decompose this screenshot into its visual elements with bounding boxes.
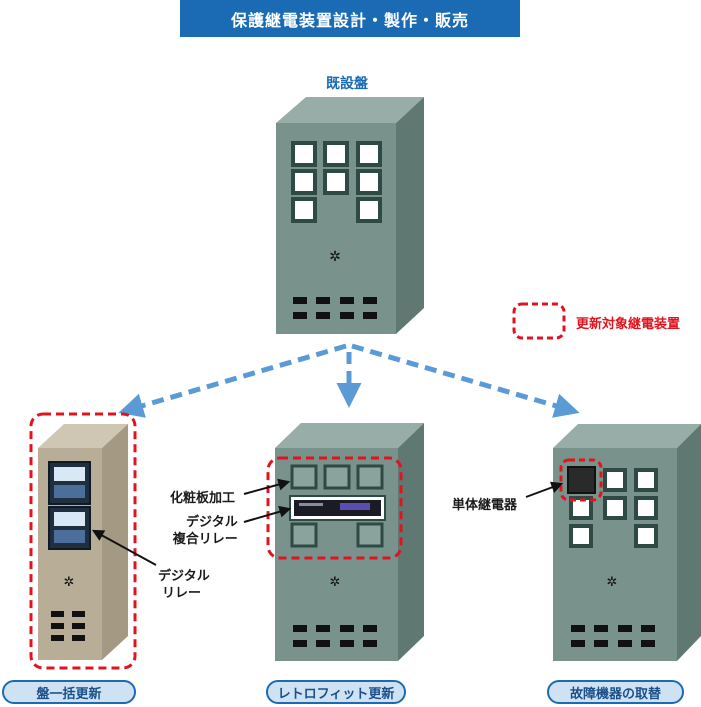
option-replace-faulty-button[interactable]: 故障機器の取替: [547, 680, 684, 704]
legend-label: 更新対象継電装置: [576, 317, 681, 332]
callout-composite-relay-line1: デジタル: [186, 515, 238, 530]
callout-arrow-composite-relay: [243, 505, 292, 523]
transition-arrows: [118, 343, 580, 418]
blank-panel-windows: [290, 464, 384, 548]
digital-relay-unit-upper: [48, 461, 91, 505]
callout-single-relay: 単体継電器: [452, 498, 518, 513]
replacement-cabinet: ✲: [553, 424, 701, 661]
callout-digital-relay: デジタル リレー: [158, 568, 210, 602]
highlight-retrofit: [266, 456, 403, 560]
callout-arrow-digital-relay: [91, 529, 157, 566]
relay-window-grid: [569, 468, 658, 548]
handle-icon: ✲: [64, 575, 75, 590]
vent-slots: [293, 625, 377, 647]
handle-icon: ✲: [607, 575, 618, 590]
highlight-single-relay: [559, 458, 603, 502]
option-full-panel-button[interactable]: 盤一括更新: [2, 680, 136, 704]
digital-composite-relay-unit: [289, 495, 386, 521]
existing-cabinet: ✲: [276, 97, 424, 334]
single-relay-unit: [567, 466, 596, 494]
callout-digital-relay-line2: リレー: [162, 586, 202, 601]
callout-makeup-panel: 化粧板加工: [170, 491, 236, 506]
vent-slots: [571, 625, 655, 647]
page-title-banner: 保護継電装置設計・製作・販売: [180, 0, 520, 37]
legend-dashed-box: [512, 302, 566, 340]
vent-slots: [51, 611, 85, 641]
callout-arrow-makeup-panel: [243, 478, 291, 495]
retrofit-cabinet: ✲: [275, 423, 424, 661]
callout-digital-relay-line1: デジタル: [158, 569, 210, 584]
callout-composite-relay: デジタル 複合リレー: [168, 514, 238, 548]
existing-panel-label: 既設盤: [326, 76, 368, 92]
handle-icon: ✲: [330, 575, 341, 590]
callout-arrow-single-relay: [525, 481, 564, 498]
vent-slots: [293, 297, 377, 319]
handle-icon: ✲: [329, 249, 341, 265]
callout-composite-relay-line2: 複合リレー: [172, 532, 238, 547]
highlight-full-panel: [29, 412, 137, 670]
digital-relay-unit-lower: [48, 506, 91, 550]
option-retrofit-button[interactable]: レトロフィット更新: [266, 680, 406, 704]
relay-window-grid: [291, 141, 382, 223]
